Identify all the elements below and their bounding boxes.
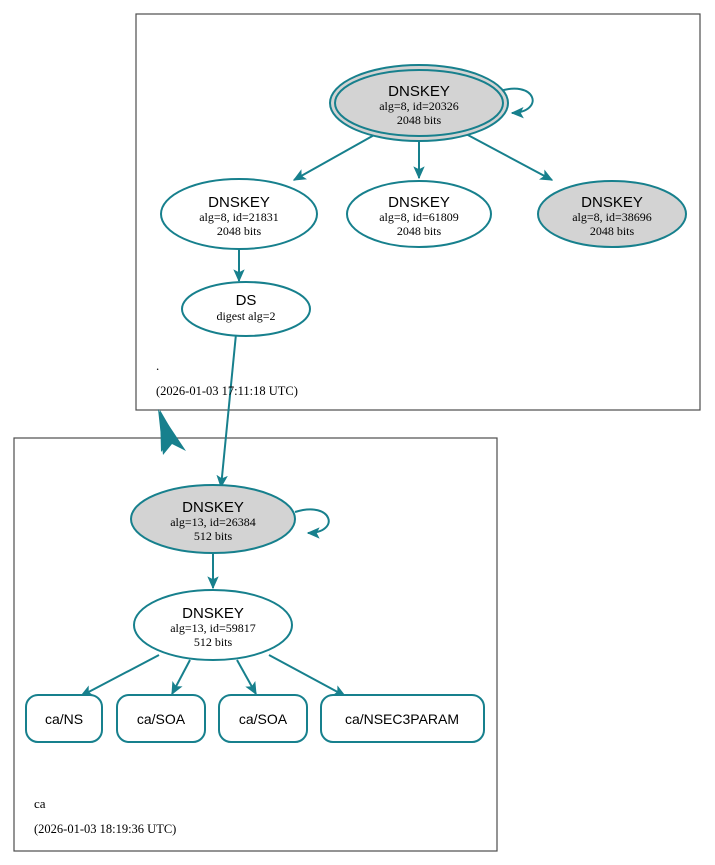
node-line3: 2048 bits [590,224,635,238]
node-line3: 2048 bits [397,224,442,238]
node-ca-ksk-26384[interactable]: DNSKEY alg=13, id=26384 512 bits [130,484,296,554]
edge-root-ksk-to-zsk-21831 [292,133,377,181]
rrset-ca-nsec3param[interactable]: ca/NSEC3PARAM [320,694,485,743]
node-line3: 512 bits [194,529,233,543]
node-line2: alg=8, id=21831 [199,210,279,224]
rrset-ca-soa-1[interactable]: ca/SOA [116,694,206,743]
node-line2: alg=13, id=59817 [170,621,256,635]
node-title: DNSKEY [182,605,244,622]
zone-timestamp-root: (2026-01-03 17:11:18 UTC) [156,384,298,398]
node-ca-zsk-59817[interactable]: DNSKEY alg=13, id=59817 512 bits [133,589,293,661]
edge-ca-zsk-to-ca-nsec3param [268,654,347,697]
node-title: DNSKEY [581,194,643,211]
node-root-ds[interactable]: DS digest alg=2 [181,281,311,337]
rrset-label: ca/NS [45,711,83,727]
node-title: DNSKEY [182,499,244,516]
node-root-zsk-21831[interactable]: DNSKEY alg=8, id=21831 2048 bits [160,178,318,250]
zone-label-root: . [156,358,159,373]
node-title: DS [236,292,257,309]
node-title: DNSKEY [388,194,450,211]
edge-zone-delegation-root-to-ca [158,409,186,455]
edge-root-ksk-to-zsk-38696 [465,133,554,181]
rrset-label: ca/SOA [239,711,288,727]
edge-ca-zsk-to-ca-soa-2 [236,659,257,696]
node-line3: 2048 bits [217,224,262,238]
node-line2: digest alg=2 [216,309,275,323]
node-title: DNSKEY [388,83,450,100]
node-line2: alg=8, id=38696 [572,210,652,224]
rrset-label: ca/NSEC3PARAM [345,711,459,727]
node-root-zsk-61809[interactable]: DNSKEY alg=8, id=61809 2048 bits [346,180,492,248]
zone-label-ca: ca [34,796,46,811]
node-line3: 512 bits [194,635,233,649]
edge-ca-zsk-to-ca-soa-1 [171,659,191,696]
node-root-zsk-38696[interactable]: DNSKEY alg=8, id=38696 2048 bits [537,180,687,248]
edge-self-signature-root-ksk [496,87,534,119]
node-title: DNSKEY [208,194,270,211]
edge-ca-zsk-to-ca-ns [79,654,160,697]
node-line2: alg=13, id=26384 [170,515,256,529]
rrset-label: ca/SOA [137,711,186,727]
edge-ds-to-ca-ksk [216,333,237,489]
node-line2: alg=8, id=20326 [379,99,459,113]
zone-timestamp-ca: (2026-01-03 18:19:36 UTC) [34,822,176,836]
node-line2: alg=8, id=61809 [379,210,459,224]
edge-self-signature-ca-ksk [294,508,330,539]
node-line3: 2048 bits [397,113,442,127]
node-root-ksk-20326[interactable]: DNSKEY alg=8, id=20326 2048 bits [329,64,509,142]
rrset-ca-soa-2[interactable]: ca/SOA [218,694,308,743]
rrset-ca-ns[interactable]: ca/NS [25,694,103,743]
